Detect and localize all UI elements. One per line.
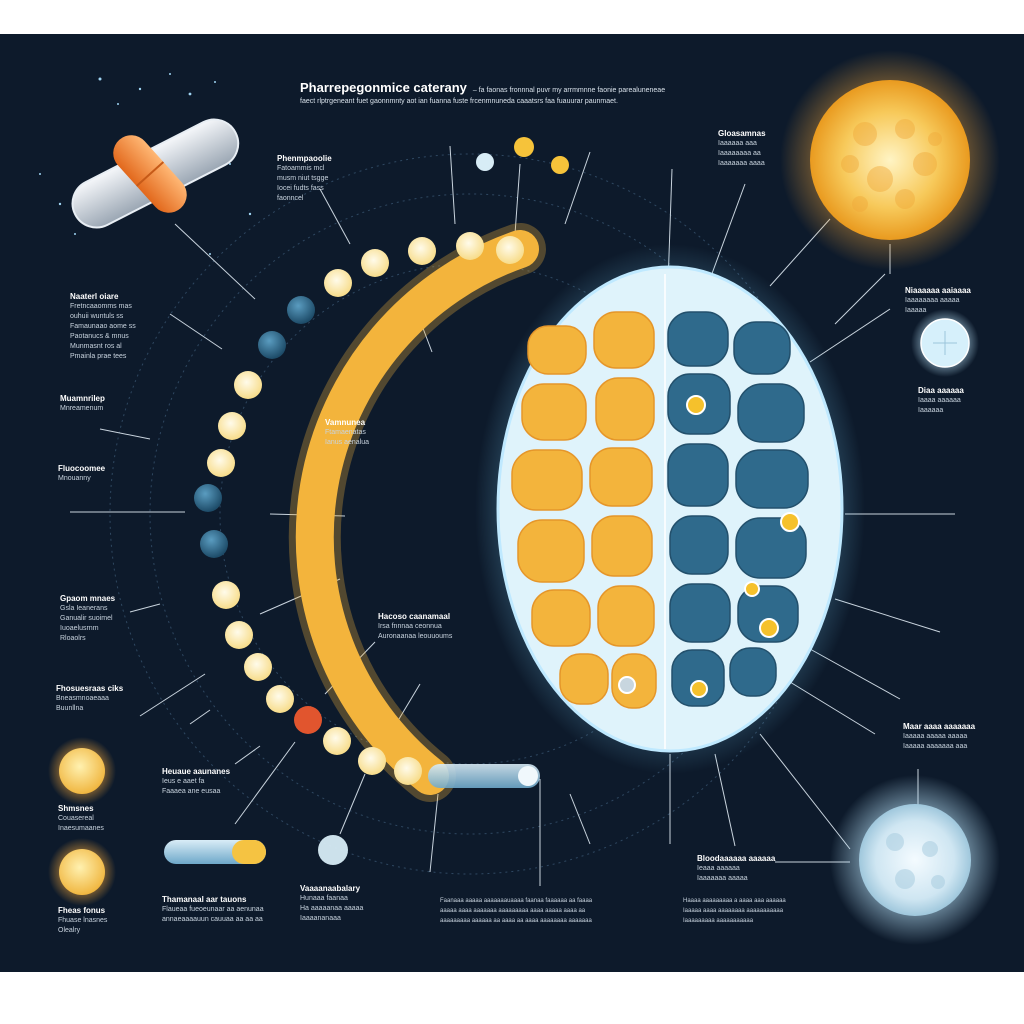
label-right-2: Niaaaaaa aaiaaaa Iaaaaaaaa aaaaa Iaaaaa: [905, 286, 1000, 316]
label-body: Bneasmnoaeaaa Buunllna: [56, 695, 109, 712]
label-body: Fhuase lnasnes Olealry: [58, 917, 108, 934]
label-heading: Shmsnes: [58, 804, 94, 813]
amber-orb-icon: [48, 737, 116, 906]
label-right-3: Diaa aaaaaa Iaaaa aaaaaa Iaaaaaa: [918, 386, 1008, 416]
label-heading: Hacoso caanamaal: [378, 612, 451, 621]
label-bottom-6: Haaaa aaaaaaaaa a aaaa aaa aaaaaa Iaaaaa…: [683, 896, 813, 926]
label-body: Fatoammis mcl musm niut tsgge Iocei fudt…: [277, 165, 329, 202]
label-heading: Vaaaanaabalary: [300, 884, 361, 893]
moon-sphere-icon: [830, 775, 1000, 945]
label-body: Iaaaaaaaa aaaaa Iaaaaa: [905, 297, 960, 314]
label-body: Mnouanny: [58, 475, 91, 482]
label-center-2: Hacoso caanamaal Irsa fnnnaa ceonnua Aur…: [378, 612, 508, 642]
cell-icon: [475, 244, 865, 774]
label-heading: Vamnunea: [325, 418, 366, 427]
title-block: Pharrepegonmice caterany – fa faonas fro…: [300, 80, 680, 107]
label-left-2: Muamnrilep Mnreamenum: [60, 394, 160, 414]
label-heading: Gloasamnas: [718, 129, 766, 138]
label-bottom-4: Faanaaa aaaaa aaaaaaauaaaa faanaa faaaaa…: [440, 896, 640, 926]
label-body: Fretncaaomms mas ouhuii wuntuls ss Famau…: [70, 303, 136, 360]
sun-sphere-icon: [780, 50, 1000, 270]
label-heading: Heuaue aaunanes: [162, 767, 231, 776]
label-heading: Gpaom mnaes: [60, 594, 116, 603]
label-heading: Phenmpaoolie: [277, 154, 332, 163]
label-body: Iaaaa aaaaaa Iaaaaaa: [918, 397, 961, 414]
label-body: Irsa fnnnaa ceonnua Auronaanaa leouuoums: [378, 623, 453, 640]
label-body: Mnreamenum: [60, 405, 104, 412]
label-body: Gsla Ieanerans Ganualir suoimel Iuoaelus…: [60, 605, 113, 642]
label-bottom-3: Vaaaanaabalary Hunaaa faanaa Ha aaaaanaa…: [300, 884, 410, 924]
label-heading: Fhosuesraas ciks: [56, 684, 124, 693]
intro-text: – fa faonas fronnnal puvr my arrmmnne fa…: [300, 87, 666, 105]
label-heading: Bloodaaaaaa aaaaaa: [697, 854, 776, 863]
label-left-4: Gpaom mnaes Gsla Ieanerans Ganualir suoi…: [60, 594, 160, 644]
label-body: Hunaaa faanaa Ha aaaaanaa aaaaa Iaaaanan…: [300, 895, 364, 922]
label-right-4: Maar aaaa aaaaaaa Iaaaaa aaaaa aaaaa Iaa…: [903, 722, 1013, 752]
floating-beads: [318, 137, 569, 865]
label-heading: Naaterl oiare: [70, 292, 119, 301]
starfield: [39, 73, 252, 255]
label-body: Ieaaa aaaaaa Iaaaaaaa aaaaa: [697, 865, 748, 882]
label-upper-left: Phenmpaoolie Fatoammis mcl musm niut tsg…: [277, 154, 387, 204]
label-heading: Fluocoomee: [58, 464, 106, 473]
label-body: Iaaaaaa aaa Iaaaaaaaa aa Iaaaaaaa aaaa: [718, 140, 765, 167]
label-body: Haaaa aaaaaaaaa a aaaa aaa aaaaaa Iaaaaa…: [683, 898, 786, 924]
label-heading: Muamnrilep: [60, 394, 105, 403]
label-center-1: Vamnunea Ftamaenatas Ianus aenalua: [325, 418, 435, 448]
label-heading: Fheas fonus: [58, 906, 106, 915]
label-heading: Niaaaaaa aaiaaaa: [905, 286, 971, 295]
page-title: Pharrepegonmice caterany: [300, 80, 467, 95]
label-heading: Maar aaaa aaaaaaa: [903, 722, 976, 731]
label-body: Faanaaa aaaaa aaaaaaauaaaa faanaa faaaaa…: [440, 898, 593, 924]
label-left-3: Fluocoomee Mnouanny: [58, 464, 158, 484]
label-left-6: Shmsnes Couasereal Inaesumaanes: [58, 804, 158, 834]
capsule-icon: [71, 118, 240, 229]
pill-icon: [164, 840, 266, 864]
label-body: Flaueaa fueoeunaar aa aenunaa annaeaaaau…: [162, 906, 264, 923]
bead-arc: [194, 223, 546, 802]
label-bottom-5: Bloodaaaaaa aaaaaa Ieaaa aaaaaa Iaaaaaaa…: [697, 854, 807, 884]
label-body: Ftamaenatas Ianus aenalua: [325, 429, 369, 446]
label-left-5: Fhosuesraas ciks Bneasmnoaeaaa Buunllna: [56, 684, 166, 714]
diagram-canvas: [39, 50, 1000, 945]
label-body: Couasereal Inaesumaanes: [58, 815, 104, 832]
label-left-1: Naaterl oiare Fretncaaomms mas ouhuii wu…: [70, 292, 170, 362]
label-heading: Thamanaal aar tauons: [162, 895, 247, 904]
label-left-7: Fheas fonus Fhuase lnasnes Olealry: [58, 906, 158, 936]
ice-orb-icon: [911, 309, 979, 377]
label-body: Ieus e aaet fa Faaaea ane eusaa: [162, 778, 221, 795]
label-bottom-2: Thamanaal aar tauons Flaueaa fueoeunaar …: [162, 895, 292, 925]
label-heading: Diaa aaaaaa: [918, 386, 964, 395]
label-body: Iaaaaa aaaaa aaaaa Iaaaaa aaaaaaa aaa: [903, 733, 968, 750]
label-bottom-1: Heuaue aaunanes Ieus e aaet fa Faaaea an…: [162, 767, 272, 797]
infographic-panel: Pharrepegonmice caterany – fa faonas fro…: [0, 34, 1024, 972]
label-right-1: Gloasamnas Iaaaaaa aaa Iaaaaaaaa aa Iaaa…: [718, 129, 808, 169]
